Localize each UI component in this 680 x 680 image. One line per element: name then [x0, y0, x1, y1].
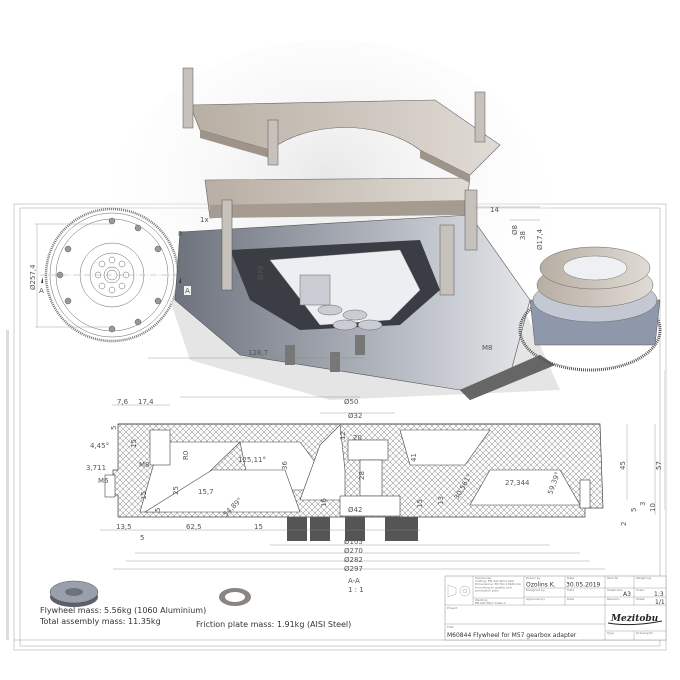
projection-symbol	[447, 584, 471, 598]
dim-dia-17-4: Ø17,4	[536, 228, 544, 250]
dimension-lines	[100, 396, 656, 570]
dim-label: 16	[320, 498, 328, 507]
friction-plate-mass-note: Friction plate mass: 1.91kg (AISI Steel)	[196, 620, 351, 629]
section-view	[104, 423, 604, 541]
dim-label: 5	[140, 534, 144, 542]
dim-label: 27,344	[505, 479, 530, 487]
designed-by-label: Designed by	[526, 588, 545, 592]
dim-label: 13	[437, 496, 445, 505]
dim-label: 3	[639, 502, 647, 506]
date-label: Date	[567, 597, 574, 601]
dim-label: 5	[154, 508, 162, 512]
dim-label: 125,11°	[238, 456, 266, 464]
dim-14: 14	[490, 206, 499, 214]
section-marker-right-group: A	[179, 277, 191, 295]
dim-label: 15,7	[198, 488, 214, 496]
sheet-size-label: Sheet size	[607, 588, 623, 592]
dim-label: R0	[182, 451, 190, 460]
section-dimension-labels: 7,6 17,4 Ø50 Ø32 12 20 5 4,45° 3,711 M6 …	[86, 398, 663, 594]
weight-label: Weight kg	[636, 576, 651, 580]
date-label: Date	[567, 576, 574, 580]
dim-label: 57	[655, 461, 663, 470]
dim-label: 15	[140, 491, 148, 500]
dim-dia-78: Ø78	[257, 266, 265, 280]
dim-label: 36	[281, 461, 289, 470]
welding: Welding:EN ISO 5817 Class C	[475, 598, 506, 605]
sheet-number: 1/1	[655, 599, 665, 606]
dim-label: Ø32	[348, 412, 362, 420]
dim-label: 5	[630, 508, 638, 512]
dim-label: Ø270	[344, 547, 363, 555]
date: 30.05.2019	[566, 582, 601, 589]
dim-128-7: 128,7	[248, 349, 268, 357]
title-label: Title	[446, 625, 454, 629]
dim-38: 38	[519, 231, 527, 240]
company-logo: Mezitobu	[607, 614, 663, 626]
item-label: Item Nr	[607, 576, 619, 580]
project-label: Project	[447, 606, 458, 610]
dim-label: 13,5	[116, 523, 132, 531]
assembly-render	[174, 67, 662, 401]
dim-label: 25	[172, 486, 180, 495]
dim-8: 8	[178, 230, 182, 238]
revision-label: Revision	[607, 597, 620, 601]
flywheel-thumbnail	[49, 580, 99, 607]
dim-label: 4,45°	[90, 442, 109, 450]
scale-label: Scale	[636, 588, 644, 592]
dim-label: Ø105	[344, 538, 363, 546]
dim-label: 2	[620, 522, 628, 526]
small-assembly-render	[518, 246, 662, 372]
drawn-by-label: Drawn by	[526, 576, 541, 580]
drawing-nr-label: Drawing Nr	[636, 631, 654, 635]
section-marker-right: A	[185, 287, 190, 295]
dim-label: Ø297	[344, 565, 363, 573]
dim-label: 3,711	[86, 464, 106, 472]
dim-label: Ø50	[344, 398, 358, 406]
dim-label: 62,5	[186, 523, 202, 531]
type-label: Type	[606, 631, 614, 635]
friction-plate-thumbnail	[219, 588, 251, 606]
scale: 1:3	[654, 591, 664, 598]
drawn-by: Ozolins K.	[526, 582, 556, 589]
section-marker-left: A	[39, 287, 44, 295]
approved-by-label: Approved by	[526, 597, 545, 601]
dim-label: 45	[619, 461, 627, 470]
assembly-mass-note: Total assembly mass: 11.35kg	[39, 617, 161, 626]
dim-label: 7,6	[117, 398, 129, 406]
section-label: A-A	[348, 577, 360, 585]
sheet-label: Sheet	[636, 597, 645, 601]
dim-label: 20	[353, 434, 362, 442]
dim-dia-8: Ø8	[511, 225, 519, 235]
section-scale: 1 : 1	[348, 586, 364, 594]
sheet-size: A3	[623, 591, 631, 598]
detail-dimensions: 14 38 Ø17,4 Ø8 M8 8 1x Ø78 128,7	[148, 206, 544, 359]
dim-label: 15	[416, 499, 424, 508]
dim-1x: 1x	[200, 216, 209, 224]
margin-text	[6, 330, 666, 640]
dim-label: Ø42	[348, 506, 362, 514]
dim-label: 28	[358, 471, 366, 480]
dim-m8: M8	[482, 344, 493, 352]
dim-label: 15	[254, 523, 263, 531]
drawing-title: M60844 Flywheel for M57 gearbox adapter	[447, 632, 577, 639]
flywheel-mass-note: Flywheel mass: 5.56kg (1060 Aluminium)	[40, 606, 206, 615]
dim-label: 15	[130, 439, 138, 448]
svg-text:Mezitobu: Mezitobu	[610, 614, 659, 624]
dim-label: 5	[110, 426, 118, 430]
diameter-dimension: Ø257,4	[29, 264, 37, 290]
date-label: Date	[567, 588, 574, 592]
dim-label: M6	[98, 477, 109, 485]
dim-label: Ø282	[344, 556, 363, 564]
dim-label: 41	[410, 453, 418, 462]
dim-label: 12	[339, 431, 347, 440]
dim-label: 17,4	[138, 398, 154, 406]
dim-label: 10	[649, 503, 657, 512]
dim-label: M8	[139, 461, 150, 469]
